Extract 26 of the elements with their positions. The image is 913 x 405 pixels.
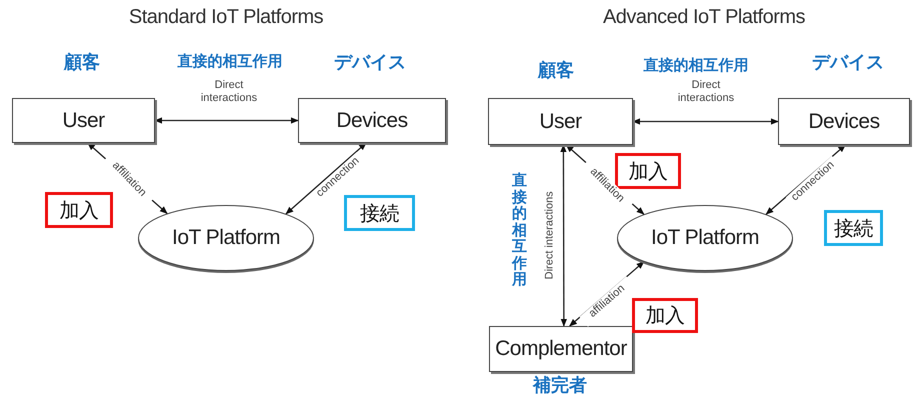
panel-title: Advanced IoT Platforms <box>602 6 806 29</box>
translation-box: 加入 <box>45 192 113 228</box>
platform-ellipse: IoT Platform <box>138 205 314 271</box>
platform-ellipse: IoT Platform <box>617 205 793 271</box>
connector-arrow <box>154 117 299 124</box>
panel-title: Standard IoT Platforms <box>128 6 324 29</box>
entity-box: User <box>12 98 155 143</box>
translation-box: 接続 <box>344 195 415 231</box>
connector-arrow <box>632 118 779 125</box>
entity-box: Devices <box>298 98 446 143</box>
role-label: デバイス <box>334 51 406 74</box>
translation-box: 加入 <box>615 153 681 189</box>
entity-box: Complementor <box>489 326 633 372</box>
connector-arrow <box>560 144 568 327</box>
connector-arrow <box>285 142 367 214</box>
interaction-label: 直接的相互作用 <box>178 52 282 71</box>
role-label: 顧客 <box>64 51 100 74</box>
entity-box: User <box>488 98 633 145</box>
interaction-label: 直接的相互作用 <box>512 172 527 288</box>
role-label: 補完者 <box>533 374 587 397</box>
role-label: デバイス <box>812 51 884 74</box>
translation-box: 加入 <box>632 298 698 333</box>
entity-box: Devices <box>778 98 910 145</box>
role-label: 顧客 <box>538 59 574 82</box>
interaction-label: 直接的相互作用 <box>644 56 748 75</box>
translation-box: 接続 <box>824 210 883 246</box>
